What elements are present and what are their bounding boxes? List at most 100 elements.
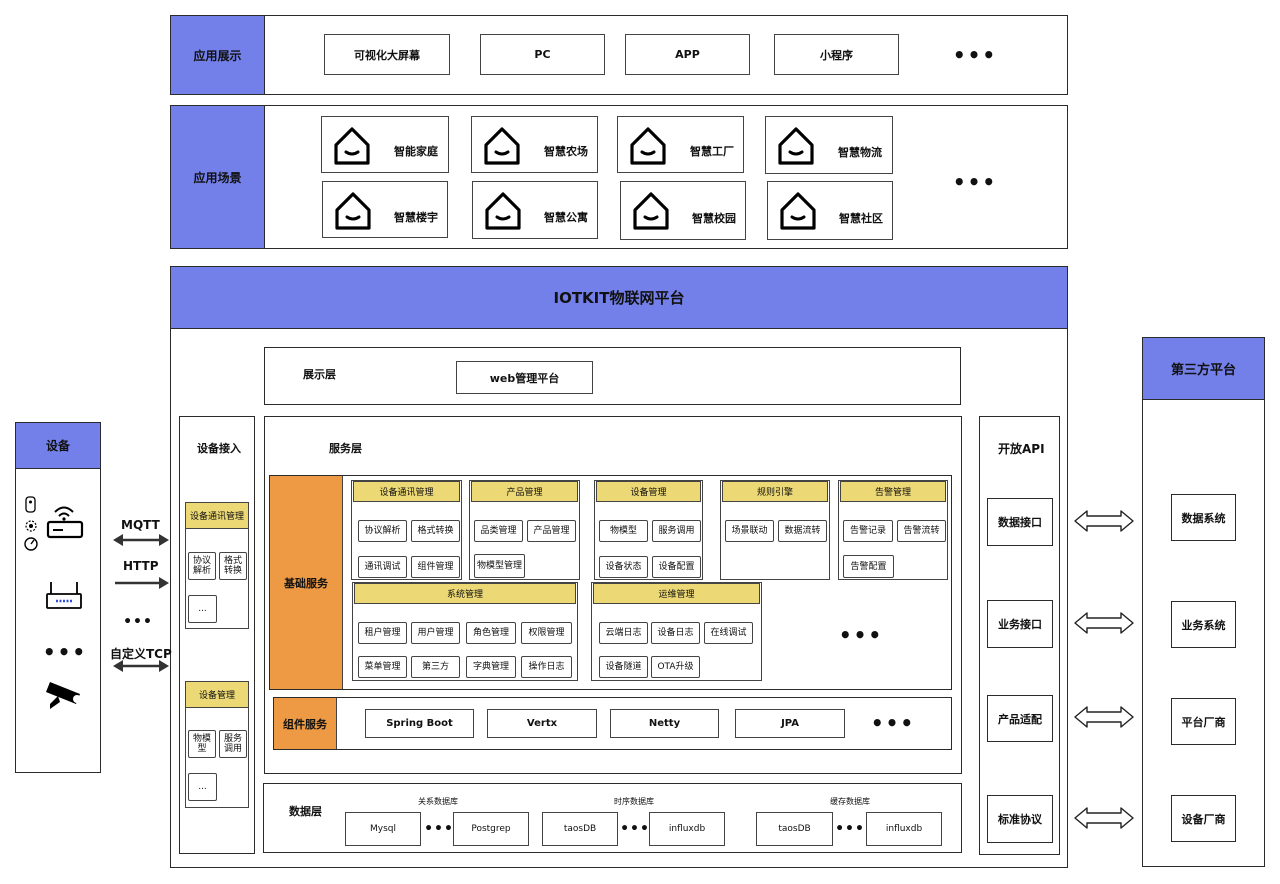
menu-mgmt-button[interactable]: 菜单管理: [358, 656, 407, 678]
category-mgmt-button[interactable]: 品类管理: [474, 520, 523, 542]
scene-card-smart-apartment[interactable]: 智慧公寓: [472, 181, 598, 239]
scene-card-smart-factory[interactable]: 智慧工厂: [617, 116, 744, 173]
display-item-mini-program[interactable]: 小程序: [774, 34, 899, 75]
house-icon: [778, 127, 814, 165]
format-convert-button[interactable]: 格式转换: [219, 552, 247, 580]
scene-card-smart-community[interactable]: 智慧社区: [767, 181, 893, 240]
http-arrow: [115, 577, 169, 589]
business-interface[interactable]: 业务接口: [987, 600, 1053, 648]
scene-card-smart-logistics[interactable]: 智慧物流: [765, 116, 893, 174]
custom-tcp-label: 自定义TCP: [110, 647, 172, 661]
alarm-config-button[interactable]: 告警配置: [843, 555, 894, 578]
module-product-title: 产品管理: [471, 481, 578, 502]
scene-card-smart-building[interactable]: 智慧楼宇: [322, 181, 448, 238]
jpa-component[interactable]: JPA: [735, 709, 845, 738]
data-flow-button[interactable]: 数据流转: [778, 520, 827, 542]
data-interface[interactable]: 数据接口: [987, 498, 1053, 546]
product-mgmt-button[interactable]: 产品管理: [527, 520, 576, 542]
application-display-section: [170, 15, 1068, 95]
display-item-app[interactable]: APP: [625, 34, 750, 75]
postgrep-db[interactable]: Postgrep: [453, 812, 529, 846]
ota-upgrade-button[interactable]: OTA升级: [651, 656, 700, 678]
permission-mgmt-button[interactable]: 权限管理: [521, 622, 572, 644]
dict-mgmt-button[interactable]: 字典管理: [466, 656, 516, 678]
db-ellipsis: •••: [620, 821, 650, 837]
role-mgmt-button[interactable]: 角色管理: [466, 622, 516, 644]
application-scene-label: 应用场景: [171, 106, 265, 248]
data-system[interactable]: 数据系统: [1171, 494, 1236, 541]
more-button[interactable]: ...: [188, 773, 217, 801]
tenant-mgmt-button[interactable]: 租户管理: [358, 622, 407, 644]
alarm-record-button[interactable]: 告警记录: [843, 520, 893, 542]
online-debug-button[interactable]: 在线调试: [704, 622, 753, 644]
comm-debug-button[interactable]: 通讯调试: [358, 556, 407, 578]
component-services-label: 组件服务: [274, 698, 337, 749]
format-convert-button[interactable]: 格式转换: [411, 520, 460, 542]
scene-card-smart-home[interactable]: 智能家庭: [321, 116, 449, 173]
device-log-button[interactable]: 设备日志: [651, 622, 700, 644]
vertx-component[interactable]: Vertx: [487, 709, 597, 738]
house-icon: [334, 127, 370, 165]
business-system[interactable]: 业务系统: [1171, 601, 1236, 648]
protocol-parse-button[interactable]: 协议解析: [358, 520, 407, 542]
more-button[interactable]: ...: [188, 595, 217, 623]
module-device-mgmt-title: 设备管理: [596, 481, 701, 502]
third-party-button[interactable]: 第三方: [411, 656, 460, 678]
web-management-platform[interactable]: web管理平台: [456, 361, 593, 394]
operation-log-button[interactable]: 操作日志: [521, 656, 572, 678]
scene-linkage-button[interactable]: 场景联动: [725, 520, 774, 542]
component-mgmt-button[interactable]: 组件管理: [411, 556, 460, 578]
user-mgmt-button[interactable]: 用户管理: [411, 622, 460, 644]
taosdb-cache[interactable]: taosDB: [756, 812, 833, 846]
module-alarm-title: 告警管理: [840, 481, 946, 502]
service-call-button[interactable]: 服务调用: [219, 730, 247, 758]
cloud-log-button[interactable]: 云端日志: [599, 622, 648, 644]
device-status-button[interactable]: 设备状态: [599, 556, 648, 578]
scene-label: 智慧物流: [838, 146, 882, 159]
spring-boot-component[interactable]: Spring Boot: [365, 709, 474, 738]
standard-protocol[interactable]: 标准协议: [987, 795, 1053, 843]
scene-label: 智慧公寓: [544, 211, 588, 224]
db-ellipsis: •••: [424, 821, 454, 837]
scene-card-smart-campus[interactable]: 智慧校园: [620, 181, 746, 240]
platform-vendor[interactable]: 平台厂商: [1171, 698, 1236, 745]
service-call-button[interactable]: 服务调用: [652, 520, 701, 542]
taosdb-timeseries[interactable]: taosDB: [542, 812, 618, 846]
thing-model-button[interactable]: 物模型: [188, 730, 216, 758]
alarm-flow-button[interactable]: 告警流转: [897, 520, 946, 542]
wifi-router-icon: [46, 506, 84, 539]
protocol-parse-button[interactable]: 协议解析: [188, 552, 216, 580]
product-adaptation[interactable]: 产品适配: [987, 695, 1053, 742]
devices-more-ellipsis: •••: [42, 640, 88, 664]
device-tunnel-button[interactable]: 设备隧道: [599, 656, 648, 678]
house-icon: [780, 192, 816, 230]
device-mgmt-mini-title: 设备管理: [185, 681, 249, 708]
data-exchange-arrow: [1074, 510, 1134, 532]
mqtt-bidirectional-arrow: [113, 534, 169, 546]
scene-more-ellipsis: •••: [952, 170, 998, 194]
product-exchange-arrow: [1074, 706, 1134, 728]
influxdb-cache[interactable]: influxdb: [866, 812, 942, 846]
scene-label: 智慧校园: [692, 212, 736, 225]
thing-model-mgmt-button[interactable]: 物模型管理: [474, 554, 525, 578]
device-vendor[interactable]: 设备厂商: [1171, 795, 1236, 842]
influxdb-timeseries[interactable]: influxdb: [649, 812, 725, 846]
presentation-layer-label: 展示层: [303, 368, 336, 381]
thing-model-button[interactable]: 物模型: [599, 520, 648, 542]
application-display-label: 应用展示: [171, 16, 265, 94]
display-item-pc[interactable]: PC: [480, 34, 605, 75]
mysql-db[interactable]: Mysql: [345, 812, 421, 846]
business-exchange-arrow: [1074, 612, 1134, 634]
display-more-ellipsis: •••: [952, 43, 998, 67]
house-icon: [485, 192, 521, 230]
device-config-button[interactable]: 设备配置: [652, 556, 701, 578]
scene-card-smart-farm[interactable]: 智慧农场: [471, 116, 598, 173]
sensor-icons: [24, 496, 38, 551]
house-icon: [335, 192, 371, 230]
netty-component[interactable]: Netty: [610, 709, 719, 738]
platform-title: IOTKIT物联网平台: [171, 267, 1067, 329]
third-party-label: 第三方平台: [1143, 338, 1264, 400]
display-item-dashboard[interactable]: 可视化大屏幕: [324, 34, 450, 75]
db-ellipsis: •••: [835, 821, 865, 837]
gateway-icon: [46, 582, 82, 609]
